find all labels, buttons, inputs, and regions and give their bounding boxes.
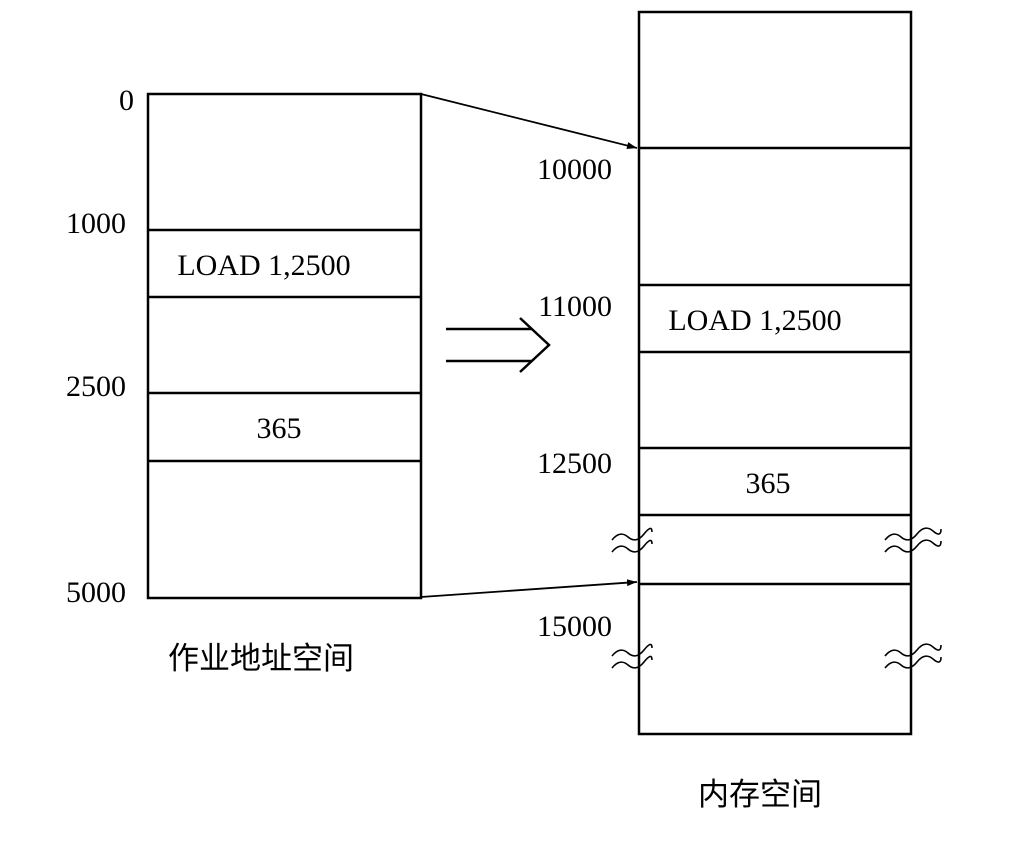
break-mark-left-top bbox=[611, 527, 653, 553]
job-address-5000: 5000 bbox=[66, 576, 126, 609]
relocation-arrow-head bbox=[519, 317, 551, 373]
mapping-arrow-start bbox=[420, 93, 638, 149]
job-address-1000: 1000 bbox=[66, 207, 126, 240]
mapping-arrow-end bbox=[420, 579, 638, 598]
job-address-space: 0 1000 2500 5000 LOAD 1,2500 365 作业地址空间 bbox=[66, 84, 423, 677]
job-load-instruction: LOAD 1,2500 bbox=[177, 249, 350, 282]
break-mark-left-bottom bbox=[611, 643, 653, 669]
memory-space-box bbox=[637, 10, 913, 736]
memory-data-365: 365 bbox=[746, 467, 791, 500]
memory-address-12500: 12500 bbox=[537, 447, 612, 480]
job-space-box bbox=[146, 92, 423, 600]
job-address-2500: 2500 bbox=[66, 370, 126, 403]
memory-address-11000: 11000 bbox=[538, 290, 612, 323]
memory-load-instruction: LOAD 1,2500 bbox=[668, 304, 841, 337]
break-mark-right-bottom bbox=[884, 643, 942, 669]
memory-space-caption: 内存空间 bbox=[698, 777, 822, 813]
memory-space: 10000 11000 12500 15000 LOAD 1,2500 365 … bbox=[537, 10, 942, 813]
job-address-space-caption: 作业地址空间 bbox=[168, 641, 354, 677]
memory-address-10000: 10000 bbox=[537, 153, 612, 186]
relocation-arrow bbox=[446, 317, 551, 373]
break-mark-right-top bbox=[884, 527, 942, 553]
job-data-365: 365 bbox=[257, 412, 302, 445]
memory-break-marks bbox=[611, 527, 942, 669]
job-address-0: 0 bbox=[119, 84, 134, 117]
memory-address-15000: 15000 bbox=[537, 610, 612, 643]
